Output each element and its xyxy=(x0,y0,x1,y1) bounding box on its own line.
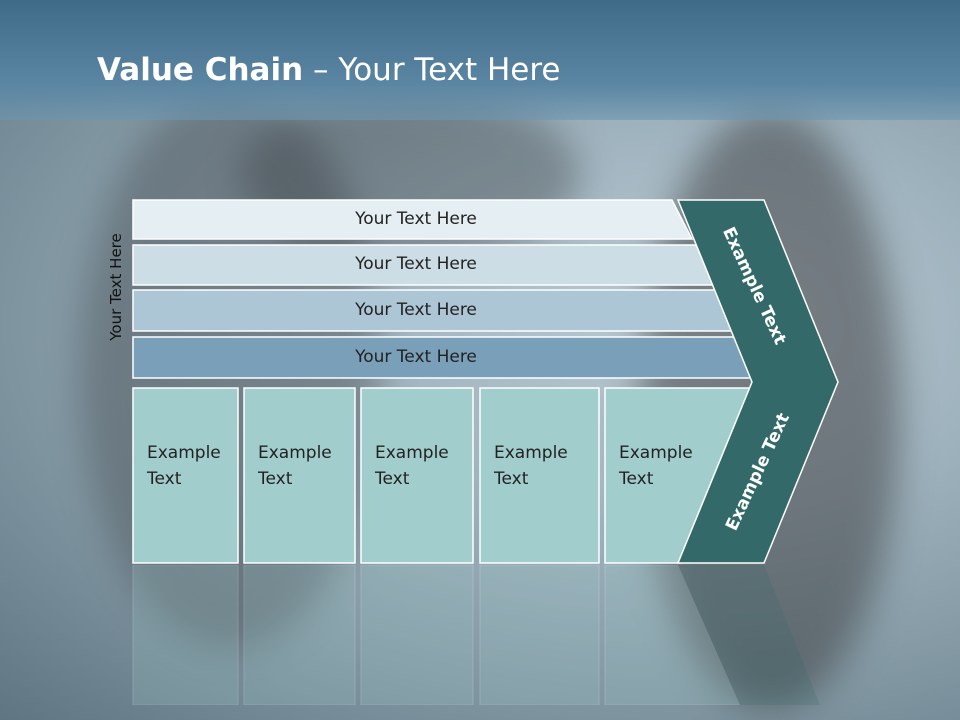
activity-column xyxy=(479,387,600,564)
margin-chevron xyxy=(676,199,839,564)
bar-label: Your Text Here xyxy=(355,208,477,229)
bar-label: Your Text Here xyxy=(355,254,477,274)
column-label: Example Text xyxy=(619,443,693,489)
title-rest: – Your Text Here xyxy=(303,52,561,88)
title-bar xyxy=(0,0,960,120)
reflected-chevron xyxy=(678,565,820,705)
column-reflection xyxy=(132,565,820,705)
value-bar xyxy=(132,199,694,240)
column-label: Example Text xyxy=(258,443,332,489)
reflected-column xyxy=(360,565,474,705)
reflected-column xyxy=(604,565,761,705)
column-label: Example Text xyxy=(147,443,221,489)
activity-column xyxy=(243,387,356,564)
activity-column xyxy=(360,387,474,564)
activity-column xyxy=(132,387,239,564)
title-bold: Value Chain xyxy=(97,52,304,88)
column-label: Example Text xyxy=(375,443,449,489)
bar-label: Your Text Here xyxy=(355,299,477,320)
reflected-column xyxy=(479,565,600,705)
column-label: Example Text xyxy=(494,443,568,489)
bar-label: Your Text Here xyxy=(355,346,477,367)
reflected-column xyxy=(243,565,356,705)
page-title: Value Chain – Your Text Here xyxy=(97,52,560,88)
reflected-column xyxy=(132,565,239,705)
